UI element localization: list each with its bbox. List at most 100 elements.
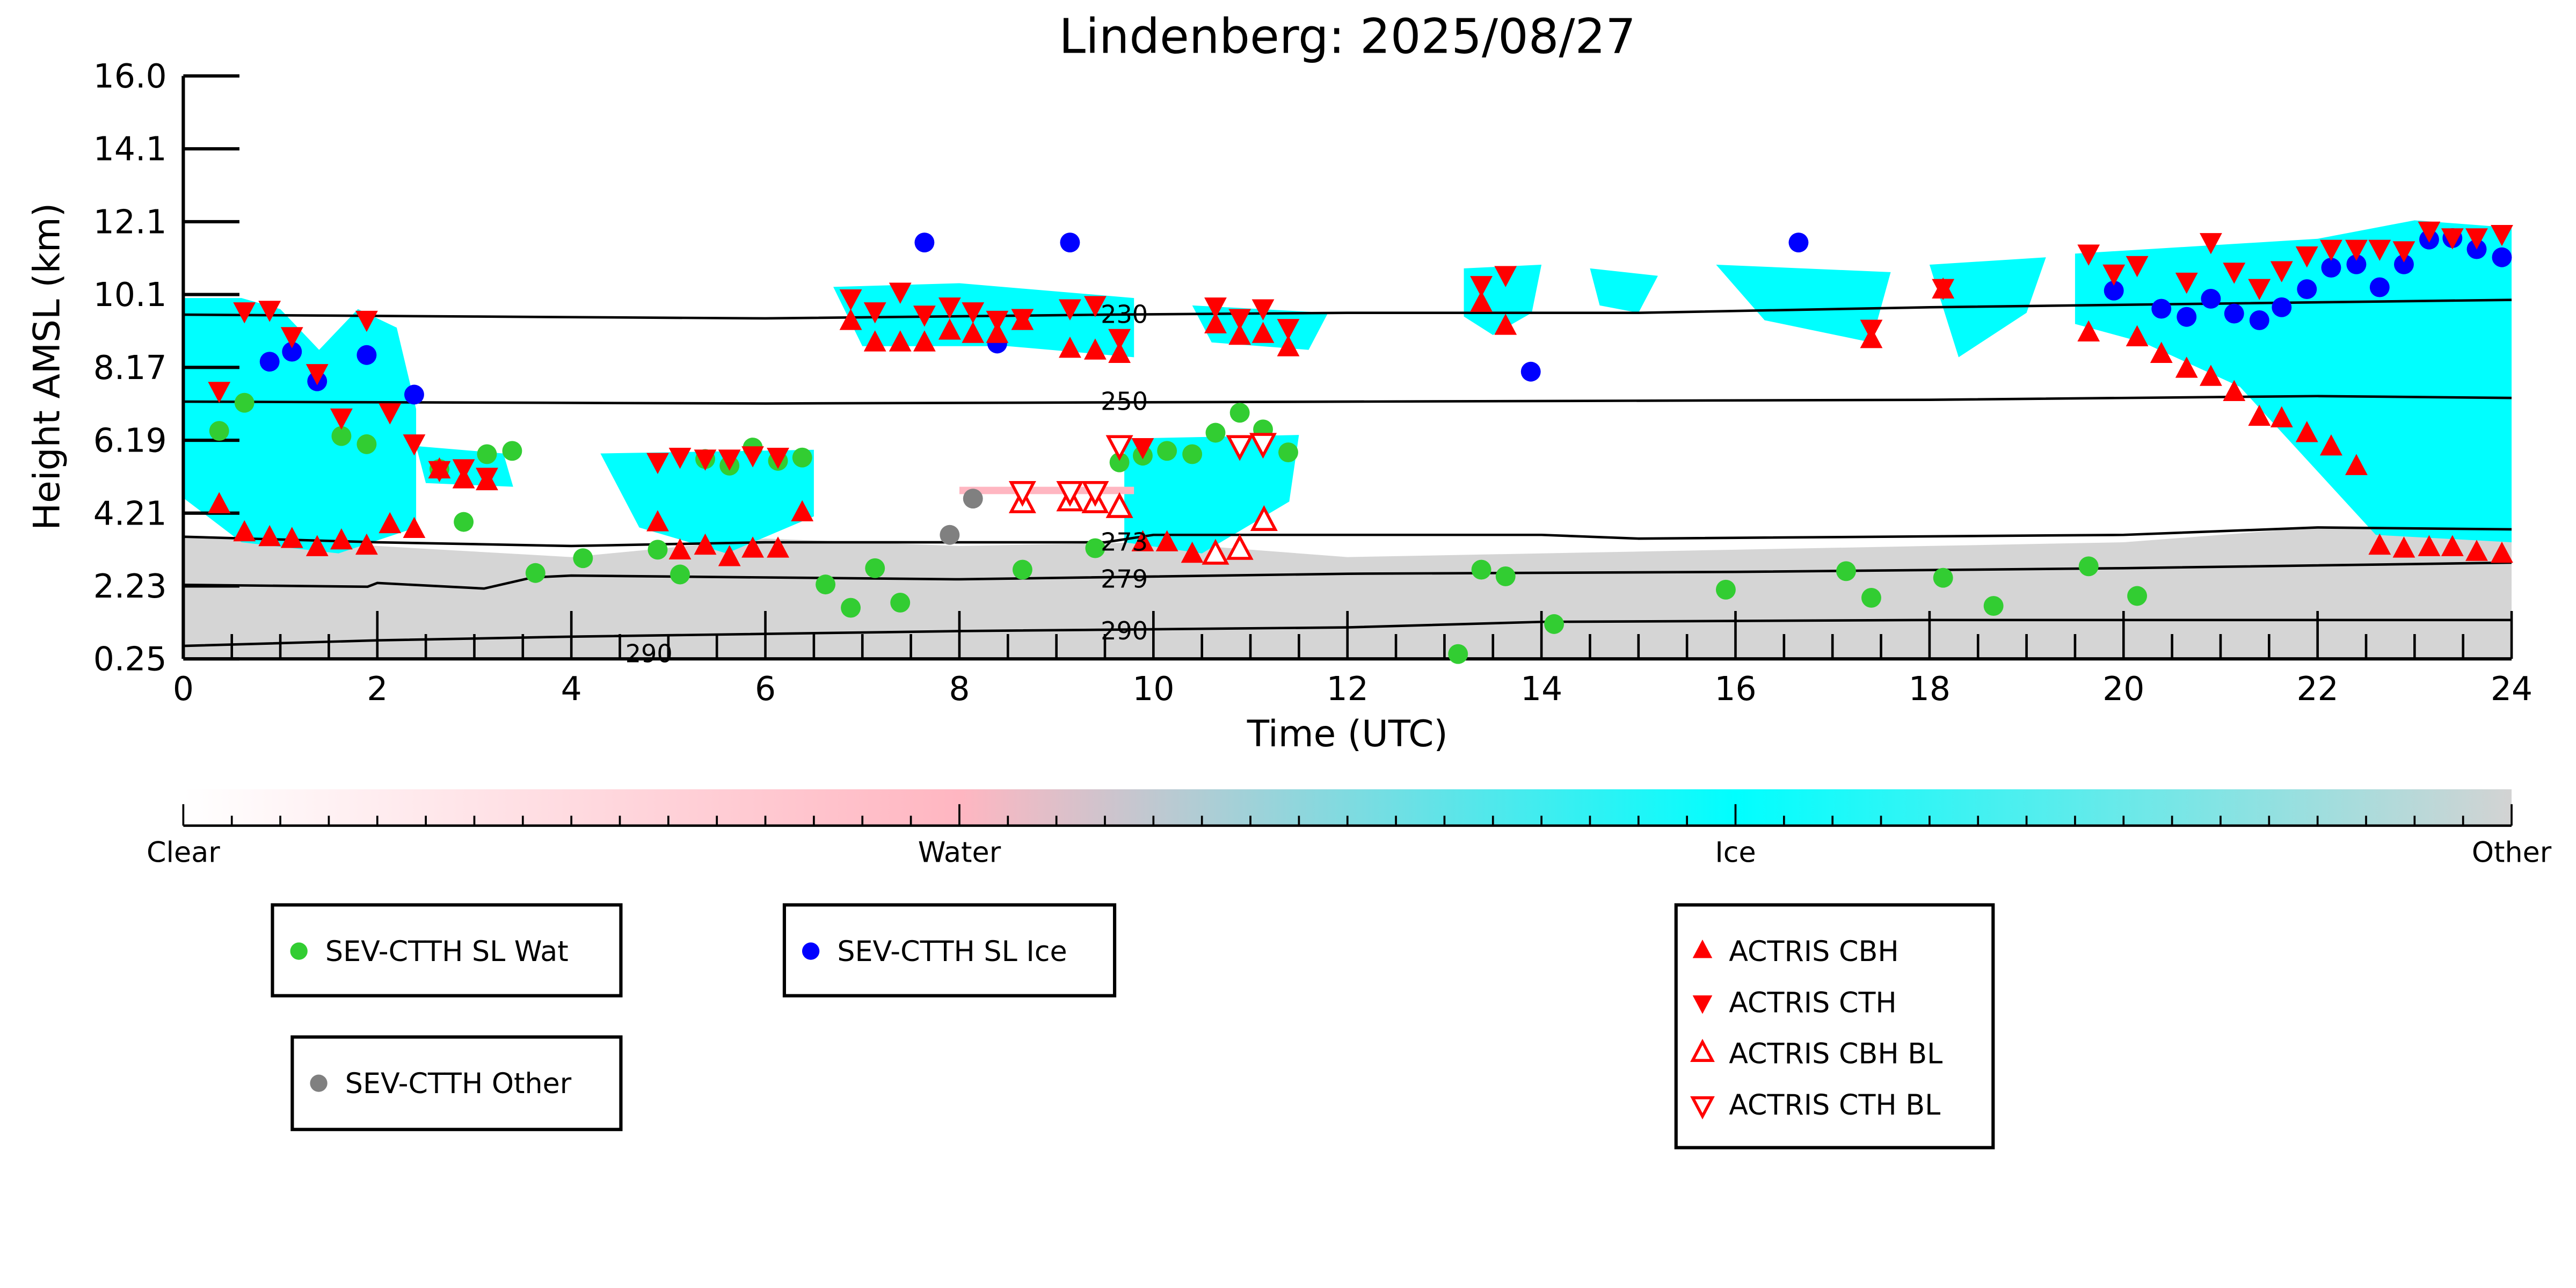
marker-sev-ctth-sl-ice: [2346, 254, 2367, 274]
x-tick-label: 6: [755, 670, 776, 708]
y-tick-label: 10.1: [93, 275, 167, 314]
y-tick-label: 8.17: [93, 348, 167, 387]
marker-actris-cth-bl: [1226, 435, 1254, 461]
marker-sev-ctth-sl-ice: [914, 232, 935, 253]
cloud-region-ice: [1590, 268, 1658, 313]
marker-actris-cth: [2126, 256, 2149, 278]
marker-sev-ctth-sl-wat: [670, 564, 690, 585]
marker-actris-cbh: [330, 528, 353, 550]
marker-sev-ctth-sl-ice: [2369, 277, 2390, 297]
marker-actris-cth-bl: [1249, 433, 1277, 459]
contour-label: 250: [1101, 387, 1148, 416]
marker-actris-cth: [2077, 244, 2100, 266]
x-tick-label: 22: [2297, 670, 2339, 708]
marker-actris-cth: [1131, 438, 1154, 460]
marker-actris-cbh: [233, 520, 256, 542]
marker-actris-cth: [938, 297, 961, 319]
marker-actris-cth: [330, 408, 353, 430]
y-tick-label: 2.23: [93, 567, 167, 606]
legend-entry: SEV-CTTH SL Wat: [325, 935, 569, 968]
legend-marker: [1690, 1038, 1715, 1062]
marker-actris-cbh: [1155, 530, 1178, 551]
x-tick-label: 8: [949, 670, 970, 708]
legend-marker: [802, 942, 820, 960]
marker-sev-ctth-sl-ice: [2224, 303, 2244, 324]
marker-actris-cth: [2345, 239, 2368, 261]
legend-marker: [290, 942, 308, 960]
marker-actris-cth: [233, 302, 256, 324]
marker-actris-cth: [1204, 297, 1227, 319]
marker-actris-cbh: [2223, 380, 2246, 402]
marker-actris-cth-bl: [1008, 481, 1036, 507]
colorbar-label-ice: Ice: [1715, 836, 1756, 869]
marker-actris-cth-bl: [1105, 435, 1133, 461]
x-tick-label: 4: [561, 670, 582, 708]
marker-actris-cbh: [305, 535, 329, 556]
marker-actris-cth: [280, 327, 303, 348]
chart-title: Lindenberg: 2025/08/27: [1059, 9, 1636, 64]
marker-actris-cth: [1059, 299, 1081, 321]
legend-box: SEV-CTTH SL Wat: [271, 903, 623, 998]
marker-actris-cbh: [694, 533, 717, 555]
marker-actris-cbh: [791, 500, 814, 522]
x-tick-label: 10: [1132, 670, 1174, 708]
marker-sev-ctth-sl-wat: [1109, 452, 1130, 472]
marker-sev-ctth-sl-wat: [356, 434, 377, 454]
marker-actris-cth: [1108, 329, 1131, 351]
marker-actris-cth: [2102, 264, 2126, 286]
cloud-region-ice: [183, 298, 417, 554]
marker-sev-ctth-sl-ice: [2394, 254, 2414, 274]
marker-actris-cbh: [2175, 356, 2198, 378]
marker-sev-ctth-sl-wat: [1085, 538, 1105, 558]
marker-actris-cth: [2368, 239, 2391, 261]
marker-sev-ctth-sl-ice: [2201, 289, 2221, 309]
marker-actris-cth: [668, 447, 692, 469]
colorbar-label-other: Other: [2472, 836, 2552, 869]
contour-line-230: [183, 299, 2512, 320]
marker-actris-cth: [718, 449, 741, 471]
marker-actris-cth: [1011, 309, 1034, 330]
marker-actris-cth: [2223, 263, 2246, 284]
marker-sev-ctth-sl-wat: [502, 441, 522, 461]
marker-actris-cbh: [913, 330, 936, 352]
marker-actris-cbh-bl: [1202, 539, 1229, 565]
cloud-region-ice: [833, 283, 1134, 358]
marker-sev-ctth-other: [963, 489, 983, 509]
marker-actris-cbh: [767, 536, 789, 558]
marker-actris-cth: [962, 302, 985, 324]
marker-actris-cth: [2175, 272, 2198, 294]
marker-actris-cbh-bl: [1105, 492, 1133, 518]
marker-actris-cbh: [2491, 541, 2513, 563]
marker-actris-cth: [839, 289, 862, 311]
marker-sev-ctth-sl-wat: [865, 558, 885, 578]
marker-actris-cth: [452, 459, 475, 481]
marker-sev-ctth-sl-wat: [2078, 556, 2099, 577]
marker-actris-cbh: [938, 318, 961, 340]
legend-entry: ACTRIS CBH: [1729, 935, 1898, 968]
x-tick-label: 14: [1520, 670, 1562, 708]
marker-sev-ctth-sl-wat: [1448, 644, 1468, 664]
marker-sev-ctth-sl-wat: [1544, 614, 1564, 634]
marker-actris-cbh: [2150, 341, 2173, 363]
colorbar-label-clear: Clear: [147, 836, 220, 869]
marker-actris-cth: [2441, 228, 2464, 250]
marker-actris-cth: [1228, 309, 1251, 330]
legend-marker: [1692, 940, 1713, 958]
marker-actris-cth: [355, 310, 378, 332]
cloud-region-ice: [1124, 435, 1299, 554]
marker-actris-cth: [2270, 261, 2293, 282]
marker-sev-ctth-other: [940, 525, 960, 545]
y-axis-label: Height AMSL (km): [26, 203, 68, 530]
marker-actris-cbh-bl: [1250, 505, 1278, 531]
marker-sev-ctth-sl-wat: [1012, 559, 1032, 580]
marker-actris-cbh: [2418, 535, 2441, 556]
marker-sev-ctth-sl-wat: [1836, 561, 1856, 581]
marker-sev-ctth-sl-wat: [525, 563, 545, 583]
marker-actris-cth: [1251, 299, 1275, 321]
x-tick-label: 20: [2102, 670, 2144, 708]
marker-actris-cbh: [2465, 540, 2488, 561]
cloud-region-ice: [1716, 265, 1891, 343]
